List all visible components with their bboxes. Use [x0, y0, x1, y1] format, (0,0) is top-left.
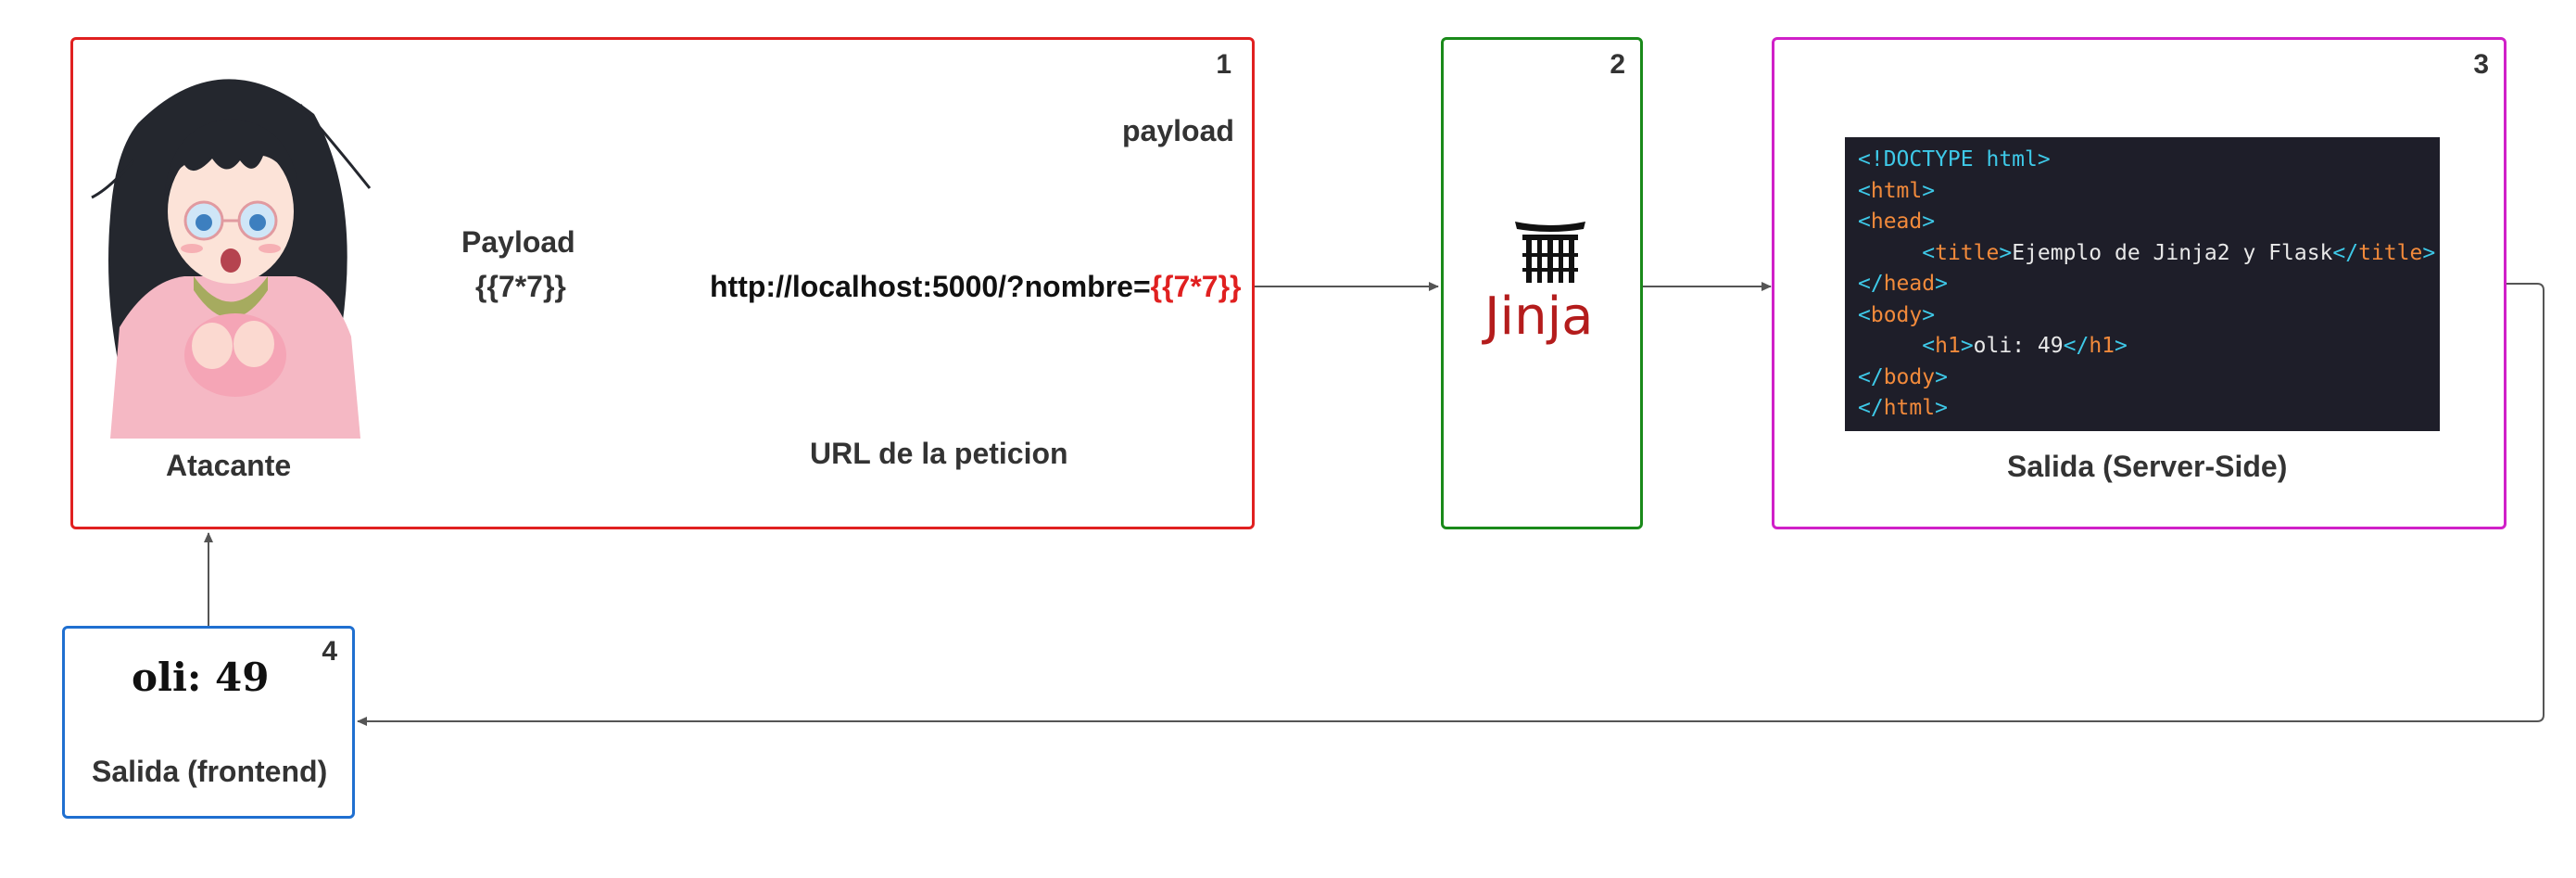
payload-label: Payload: [461, 225, 575, 259]
url-label: URL de la peticion: [810, 437, 1068, 470]
code-line: <h1>oli: 49</h1>: [1922, 334, 2128, 358]
request-url: http://localhost:5000/?nombre={{7*7}}: [710, 270, 1241, 304]
code-line: <title>Ejemplo de Jinja2 y Flask</title>: [1922, 240, 2436, 265]
box1-number: 1: [1216, 49, 1231, 80]
attacker-label: Atacante: [166, 449, 292, 482]
torii-gate-icon: [1515, 222, 1585, 283]
server-output-caption: Salida (Server-Side): [2007, 450, 2288, 483]
box4-number: 4: [322, 636, 337, 667]
payload-value: {{7*7}}: [474, 270, 568, 304]
url-payload: {{7*7}}: [1150, 270, 1242, 303]
code-line: </body>: [1858, 364, 1948, 389]
payload-arrow-label: payload: [1122, 114, 1234, 147]
frontend-output-heading: oli: 49: [132, 655, 270, 700]
url-prefix: http://localhost:5000/?nombre=: [710, 270, 1151, 303]
frontend-output-box: oli: 49 Salida (frontend) 4: [62, 626, 355, 819]
code-line: </head>: [1858, 272, 1948, 296]
code-line: <head>: [1858, 210, 1936, 234]
code-line: <body>: [1858, 302, 1936, 327]
rendered-html-code: <!DOCTYPE html> <html> <head> <title>Eje…: [1845, 137, 2440, 431]
attacker-box: Atacante Payload {{7*7}} http://localhos…: [70, 37, 1255, 529]
box3-number: 3: [2473, 49, 2489, 80]
jinja-logo-text: Jinja: [1484, 286, 1594, 347]
code-line: </html>: [1858, 396, 1948, 420]
code-line: <!DOCTYPE html>: [1858, 147, 2051, 172]
attacker-avatar: [91, 79, 372, 439]
box2-number: 2: [1610, 49, 1625, 80]
jinja-box: Jinja 2: [1441, 37, 1643, 529]
frontend-output-caption: Salida (frontend): [92, 755, 328, 788]
code-line: <html>: [1858, 178, 1936, 203]
arrow-box3-to-box4: [357, 283, 2544, 726]
